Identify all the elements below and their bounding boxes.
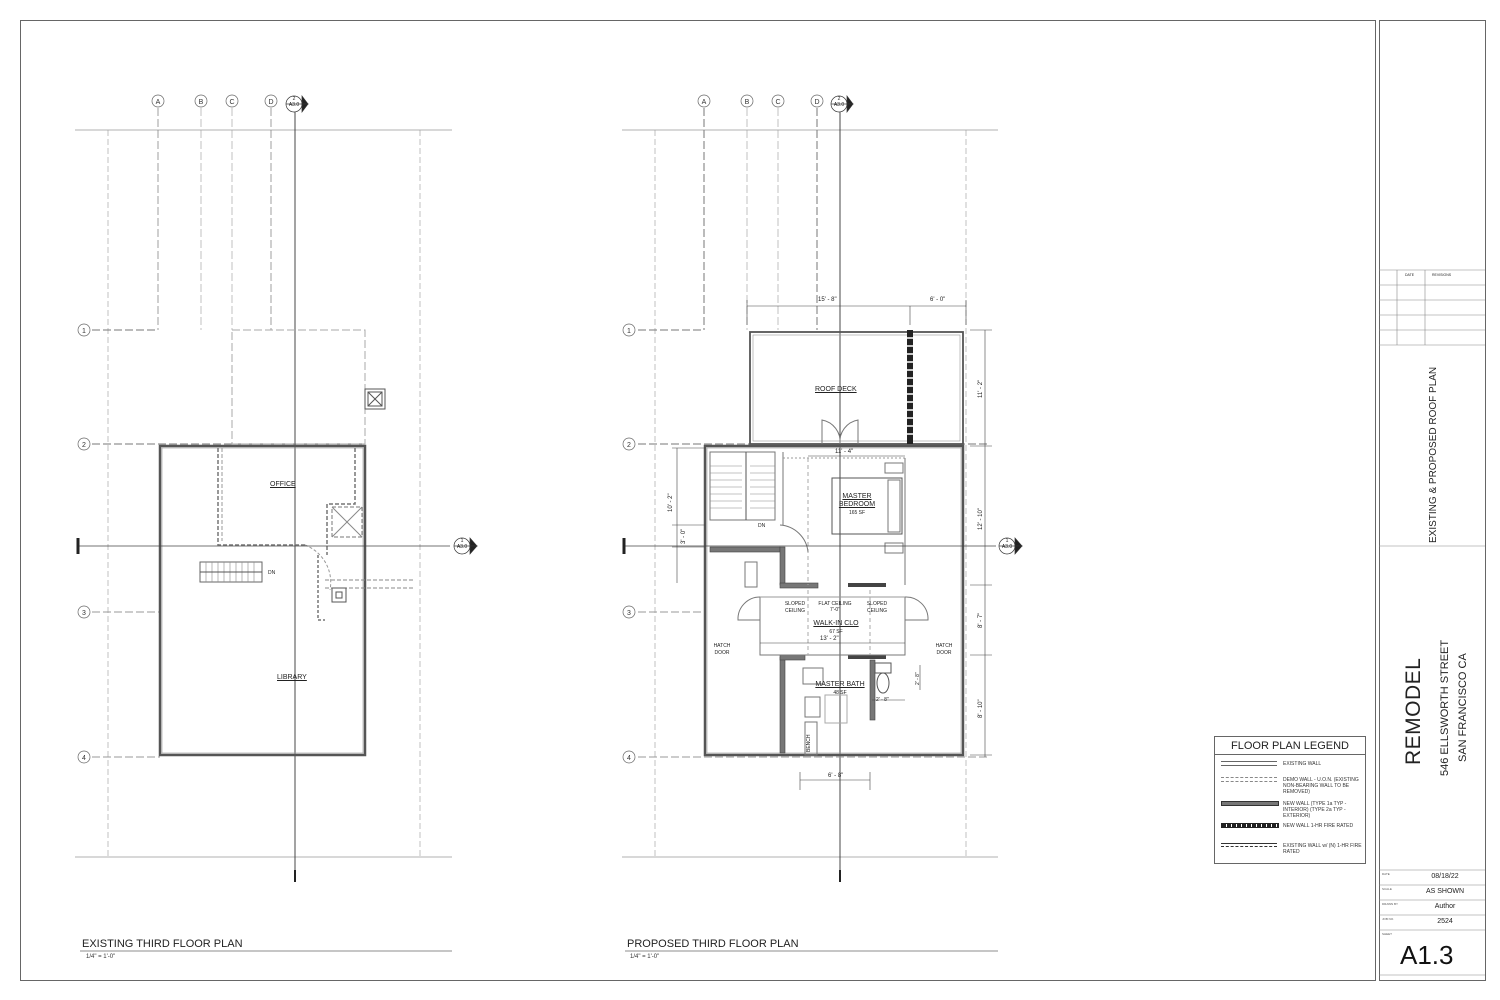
svg-text:B: B [745,99,750,106]
section-tag-sheet: A3.0 [456,544,468,550]
label-hatch-door-right: HATCH DOOR [935,643,953,656]
dim-closet-width: 13' - 2" [820,636,839,642]
section-tag-sheet: A3.0 [1001,544,1013,550]
section-tag-number: 1 [1005,538,1009,544]
dim-left-2: 3' - 0" [681,528,687,544]
floor-plan-legend: FLOOR PLAN LEGEND EXISTING WALL DEMO WAL… [1214,736,1366,864]
label-dn: DN [758,523,766,529]
section-tag-number: 2 [837,96,841,102]
room-area-walk-in-closet: 67 SF [829,629,843,635]
plan-title-proposed: PROPOSED THIRD FLOOR PLAN [627,938,799,950]
svg-text:C: C [775,99,780,106]
section-tag-number: 2 [292,96,296,102]
dim-bedroom-width: 11' - 4" [835,449,854,455]
section-tag-sheet: A3.0 [288,102,300,108]
room-label-library: LIBRARY [277,674,307,681]
dim-right-4: 8' - 10" [978,699,984,718]
svg-text:B: B [199,99,204,106]
existing-fire-rated-swatch [1221,843,1277,847]
dim-right-3: 8' - 7" [978,612,984,628]
revision-date-header: DATE [1405,273,1415,277]
fire-rated-wall-swatch [1221,823,1279,828]
plan-title-existing: EXISTING THIRD FLOOR PLAN [82,938,243,950]
label-flat-ceiling: FLAT CEILING [818,601,852,607]
dim-right-1: 11' - 2" [978,379,984,398]
section-tag-sheet: A3.0 [833,102,845,108]
room-area-master-bedroom: 165 SF [848,510,866,516]
address-line-2: SAN FRANCISCO CA [1457,653,1469,762]
dim-top-left: 15' - 8" [818,297,837,303]
label-bench: BENCH [806,734,812,752]
revision-header: REVISIONS [1432,273,1452,277]
svg-text:3: 3 [82,610,86,617]
svg-text:D: D [268,99,273,106]
room-label-master-bedroom: MASTER BEDROOM [838,493,876,508]
section-tag-proposed-top[interactable]: 2 A3.0 [831,96,847,108]
svg-text:1: 1 [82,328,86,335]
plan-scale-proposed: 1/4" = 1'-0" [630,954,660,960]
svg-text:4: 4 [82,755,86,762]
info-label-job-no: JOB NO. [1382,917,1395,921]
label-sloped-ceiling-right: SLOPED CEILING [866,601,888,614]
info-value-date: 08/18/22 [1431,873,1459,880]
dim-right-2: 12' - 10" [978,508,984,530]
room-label-roof-deck: ROOF DECK [815,386,857,393]
info-value-job-no: 2524 [1437,918,1453,925]
section-tag-number: 1 [460,538,464,544]
demo-wall-swatch [1221,777,1277,782]
address-line-1: 546 ELLSWORTH STREET [1439,639,1451,776]
plan-scale-existing: 1/4" = 1'-0" [86,954,116,960]
existing-plan [75,108,452,882]
legend-title: FLOOR PLAN LEGEND [1215,737,1365,755]
room-label-master-bath: MASTER BATH [815,681,865,688]
svg-text:2: 2 [82,442,86,449]
dim-bath-small-2: 2' - 8" [876,697,889,703]
svg-text:C: C [229,99,234,106]
stair-dn-label: DN [268,570,276,576]
info-label-drawn-by: DRAWN BY [1382,902,1399,906]
label-sloped-ceiling-left: SLOPED CEILING [784,601,806,614]
info-label-scale: SCALE [1382,887,1392,891]
dim-bath-small-1: 2' - 8" [915,672,921,685]
room-label-walk-in-closet: WALK-IN CLO [813,620,859,627]
info-value-drawn-by: Author [1434,903,1456,910]
dim-top-right: 6' - 0" [930,297,946,303]
proposed-plan [622,108,998,882]
project-title: REMODEL [1402,657,1425,765]
section-tag-existing-side[interactable]: 1 A3.0 [454,538,470,550]
svg-text:A: A [702,99,707,106]
svg-text:1: 1 [627,328,631,335]
section-tag-existing-top[interactable]: 2 A3.0 [286,96,302,108]
svg-text:3: 3 [627,610,631,617]
label-flat-ceiling-height: 7'-0" [830,607,840,613]
svg-text:A: A [156,99,161,106]
svg-text:D: D [814,99,819,106]
svg-text:4: 4 [627,755,631,762]
new-wall-swatch [1221,801,1279,806]
info-label-date: DATE [1382,872,1390,876]
dim-left-1: 10' - 2" [668,493,674,512]
sheet-number: A1.3 [1400,940,1454,970]
svg-text:2: 2 [627,442,631,449]
section-tag-proposed-side[interactable]: 1 A3.0 [999,538,1015,550]
room-label-office: OFFICE [270,481,296,488]
room-area-master-bath: 48 SF [833,690,847,696]
info-value-scale: AS SHOWN [1425,888,1465,895]
dim-bottom: 6' - 8" [828,773,844,779]
label-hatch-door-left: HATCH DOOR [713,643,731,656]
existing-wall-swatch [1221,761,1277,766]
info-label-sheet: SHEET [1382,932,1393,936]
sheet-name: EXISTING & PROPOSED ROOF PLAN [1428,366,1439,543]
